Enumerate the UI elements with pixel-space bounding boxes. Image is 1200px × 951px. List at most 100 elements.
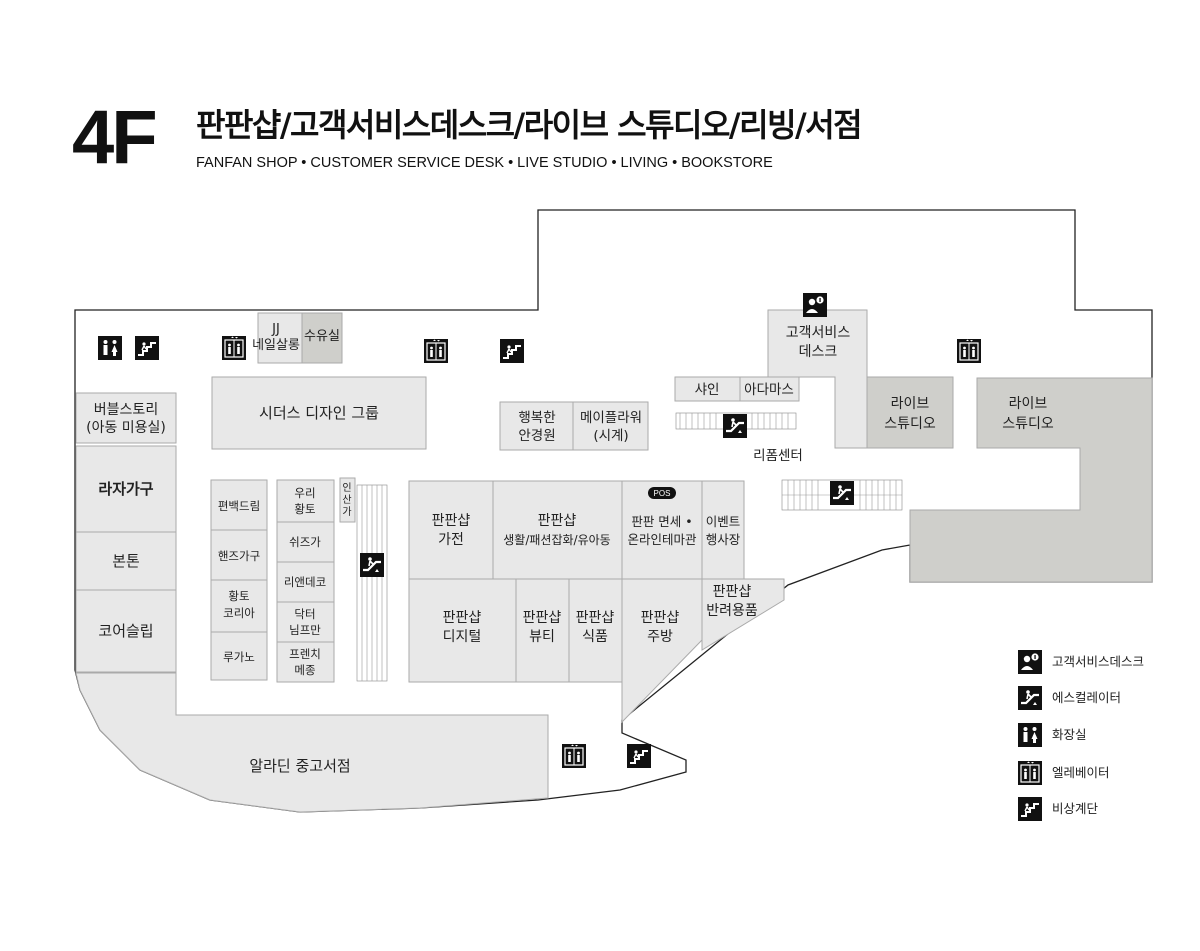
customer-service-icon [1018,650,1042,674]
elevator-icon [1018,761,1042,785]
store-uri-hwangto-label-2: 황토 [294,502,315,516]
store-fanfan-appliance[interactable] [408,480,494,580]
store-rien-deco[interactable] [276,561,335,603]
legend-label: 화장실 [1052,727,1087,742]
live-studio-1-label-2: 스튜디오 [884,416,936,432]
elevator-icon[interactable] [423,338,449,364]
store-happy-optical-label-2: 안경원 [518,428,555,444]
elevator-icon[interactable] [956,338,982,364]
store-bubble-story-label-2: (아동 미용실) [86,420,166,436]
store-adamas[interactable] [739,376,800,402]
store-french-maison-label-1: 프렌치 [289,647,321,661]
store-fanback-dream-label: 편백드림 [218,499,260,513]
store-fanfan-kitchen[interactable] [621,578,703,724]
store-bonton[interactable] [75,531,177,591]
store-bubble-story-label-1: 버블스토리 [94,402,158,418]
customer-service-desk-label-1: 고객서비스 [786,325,851,341]
emergency-stairs-icon[interactable] [499,338,525,364]
floor-number: 4F [72,95,158,180]
restroom-icon [1018,723,1042,747]
store-fanfan-kitchen-label-2: 주방 [647,629,673,645]
pos-badge-label: POS [654,489,671,498]
emergency-stairs-icon[interactable] [134,335,160,361]
emergency-stairs-icon[interactable] [626,743,652,769]
legend-item-emergency-stairs: 비상계단 [1018,797,1188,821]
store-fanback-dream[interactable] [210,479,268,531]
store-insanga-label-1: 인 [342,482,351,494]
store-jj-nail-label-2: 네일살롱 [252,338,300,353]
restroom-icon[interactable] [98,336,122,360]
live-studio-2-label-2: 스튜디오 [1002,416,1054,432]
customer-service-desk[interactable] [767,309,868,449]
store-sidus[interactable] [211,376,427,450]
store-fanfan-beauty[interactable] [515,578,570,683]
store-aladin[interactable] [75,672,549,813]
store-fanfan-food-label-1: 판판샵 [576,610,615,626]
store-jj-nail[interactable] [257,312,303,364]
store-hwangto-korea-label-2: 코리아 [223,606,255,620]
store-raja-label: 라자가구 [98,480,153,498]
store-french-maison-label-2: 메종 [294,663,315,677]
store-fanfan-life-label-1: 판판샵 [538,513,577,529]
legend-item-elevator: 엘레베이터 [1018,761,1188,785]
floor-title-korean: 판판샵/고객서비스데스크/라이브 스튜디오/리빙/서점 [196,106,863,144]
escalator-icon[interactable] [358,551,386,579]
live-studio-1[interactable] [866,376,954,449]
legend-item-escalator: 에스컬레이터 [1018,686,1188,710]
store-fanfan-appliance-label-2: 가전 [438,532,464,548]
elevator-icon[interactable] [221,335,247,361]
store-core-sleep[interactable] [75,589,177,673]
store-hwangto-korea-label-1: 황토 [228,589,249,603]
store-core-sleep-label: 코어슬립 [98,622,153,640]
refoam-center-label: 리폼센터 [753,448,803,464]
legend-item-restroom: 화장실 [1018,723,1188,747]
store-adamas-label: 아다마스 [744,382,794,398]
escalator-icon[interactable] [721,412,749,440]
escalator-icon[interactable] [828,479,856,507]
store-fanfan-digital[interactable] [408,578,517,683]
store-fanfan-food-label-2: 식품 [582,629,608,645]
event-hall[interactable] [701,480,745,580]
nursing-room[interactable] [301,312,343,364]
store-french-maison[interactable] [276,641,335,683]
store-fanfan-dutyfree-label-1: 판판 면세 • [631,514,692,529]
store-fanfan-digital-label-2: 디지털 [443,629,482,645]
store-insanga-label-2: 산 [342,494,351,506]
store-uri-hwangto-label-1: 우리 [294,486,315,500]
live-studio-1-label-1: 라이브 [891,396,930,412]
customer-service-desk-label-2: 데스크 [799,344,838,360]
legend-label: 비상계단 [1052,801,1099,816]
store-aladin-label: 알라딘 중고서점 [249,757,350,775]
store-fanfan-appliance-label-1: 판판샵 [432,513,471,529]
store-hans[interactable] [210,529,268,581]
store-fanfan-pet[interactable] [701,578,785,651]
escalator-icon [1018,686,1042,710]
store-fanfan-life[interactable] [492,480,623,580]
legend-label: 엘레베이터 [1052,765,1110,780]
store-fanfan-food[interactable] [568,578,623,683]
escalator-track-left [356,484,388,682]
store-happy-optical[interactable] [499,401,574,451]
store-shoezga[interactable] [276,521,335,563]
store-mayflower[interactable] [572,401,649,451]
store-sidus-label: 시더스 디자인 그룹 [259,404,379,422]
customer-service-icon[interactable] [803,293,827,317]
elevator-icon[interactable] [561,743,587,769]
store-doctor-nimpman-label-2: 님프만 [289,623,321,637]
store-jj-nail-label-1: JJ [271,322,280,337]
store-fanfan-beauty-label-1: 판판샵 [523,610,562,626]
pos-badge [648,487,676,499]
store-happy-optical-label-1: 행복한 [518,410,555,426]
store-insanga-label-3: 가 [342,506,351,518]
store-insanga[interactable] [339,477,356,523]
store-mayflower-label-1: 메이플라워 [580,410,642,426]
store-hwangto-korea[interactable] [210,579,268,633]
store-doctor-nimpman[interactable] [276,601,335,643]
event-hall-label-2: 행사장 [706,532,741,547]
store-shine-label: 샤인 [695,382,720,398]
live-studio-2[interactable] [909,377,1153,583]
store-rugano[interactable] [210,631,268,681]
floor-title-english: FANFAN SHOP • CUSTOMER SERVICE DESK • LI… [196,155,773,171]
store-bubble-story[interactable] [75,392,177,444]
